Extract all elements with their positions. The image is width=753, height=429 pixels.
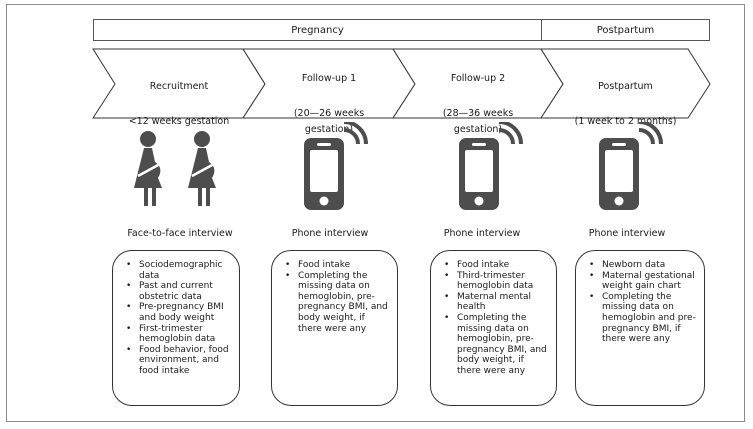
list-item: Past and current obstetric data	[126, 281, 233, 302]
stage-follow-up-1-subtitle: (20—26 weeks gestation)	[293, 108, 365, 135]
stage-follow-up-2-title: Follow-up 2	[450, 73, 506, 84]
mobile-phone-icon	[459, 122, 523, 210]
phase-postpartum: Postpartum	[541, 19, 710, 41]
list-item: First-trimester hemoglobin data	[126, 324, 233, 345]
interview-type-recruitment: Face-to-face interview	[127, 228, 233, 239]
list-item: Food intake	[285, 260, 391, 271]
stage-postpartum: Postpartum (1 week to 2 months)	[563, 63, 688, 146]
phase-pregnancy: Pregnancy	[93, 19, 542, 41]
list-item: Food intake	[444, 260, 550, 271]
stage-follow-up-1: Follow-up 1 (20—26 weeks gestation)	[265, 55, 393, 154]
stage-postpartum-title: Postpartum	[598, 81, 653, 92]
list-item: Completing the missing data on hemoglobi…	[444, 313, 550, 377]
stage-follow-up-1-title: Follow-up 1	[301, 73, 357, 84]
stage-recruitment-subtitle: <12 weeks gestation	[128, 116, 230, 127]
mobile-phone-icon	[304, 122, 368, 210]
stage-recruitment-title: Recruitment	[149, 81, 209, 92]
data-list-recruitment: Sociodemographic data Past and current o…	[121, 260, 233, 377]
data-box-recruitment: Sociodemographic data Past and current o…	[112, 250, 240, 406]
data-box-postpartum: Newborn data Maternal gestational weight…	[575, 250, 705, 406]
stage-postpartum-subtitle: (1 week to 2 months)	[574, 116, 677, 127]
phase-pregnancy-label: Pregnancy	[291, 24, 344, 36]
data-box-follow-up-1: Food intake Completing the missing data …	[271, 250, 398, 406]
diagram-frame	[6, 4, 745, 422]
data-list-follow-up-1: Food intake Completing the missing data …	[280, 260, 391, 334]
interview-type-follow-up-1: Phone interview	[291, 228, 369, 239]
list-item: Completing the missing data on hemoglobi…	[285, 271, 391, 335]
stage-recruitment: Recruitment <12 weeks gestation	[115, 63, 243, 146]
chevron-postpartum	[540, 48, 711, 119]
stage-follow-up-2: Follow-up 2 (28—36 weeks gestation)	[415, 55, 541, 154]
list-item: Food behavior, food environment, and foo…	[126, 345, 233, 377]
list-item: Pre-pregnancy BMI and body weight	[126, 302, 233, 323]
data-list-follow-up-2: Food intake Third-trimester hemoglobin d…	[439, 260, 550, 377]
data-list-postpartum: Newborn data Maternal gestational weight…	[584, 260, 698, 345]
phase-postpartum-label: Postpartum	[596, 24, 655, 36]
list-item: Newborn data	[589, 260, 698, 271]
stage-follow-up-2-subtitle: (28—36 weeks gestation)	[442, 108, 514, 135]
list-item: Sociodemographic data	[126, 260, 233, 281]
interview-type-follow-up-2: Phone interview	[443, 228, 521, 239]
data-box-follow-up-2: Food intake Third-trimester hemoglobin d…	[430, 250, 557, 406]
mobile-phone-icon	[599, 122, 663, 210]
list-item: Maternal gestational weight gain chart	[589, 271, 698, 292]
list-item: Maternal mental health	[444, 292, 550, 313]
list-item: Completing the missing data on hemoglobi…	[589, 292, 698, 345]
pregnant-women-icon	[134, 131, 216, 206]
interview-type-postpartum: Phone interview	[588, 228, 666, 239]
list-item: Third-trimester hemoglobin data	[444, 271, 550, 292]
